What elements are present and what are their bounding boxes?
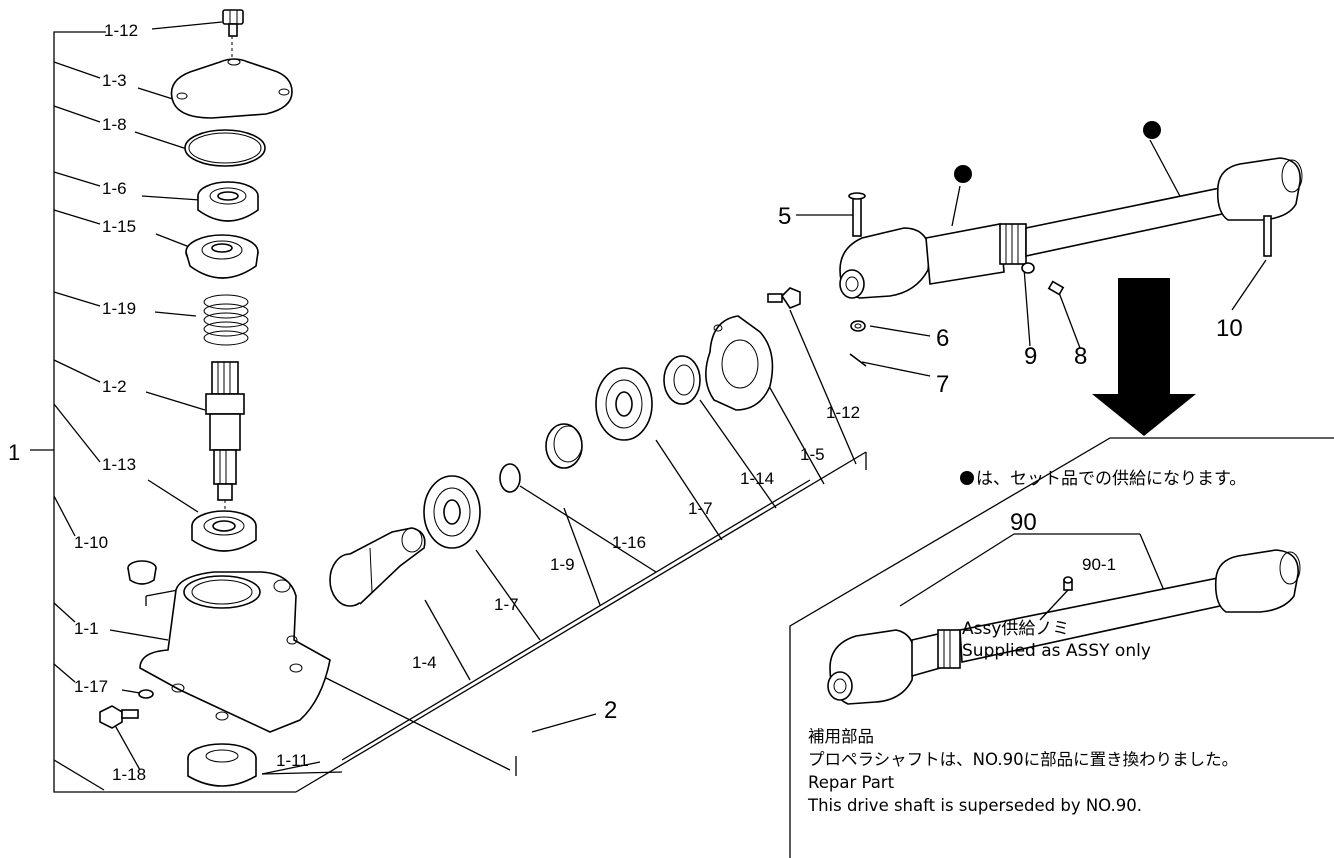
part-9-washer [1021, 262, 1035, 274]
leader-lines [53, 21, 1267, 791]
part-1-5-flange [705, 315, 774, 411]
callout-1-11: 1-11 [276, 751, 309, 770]
callout-1-7-a: 1-7 [494, 595, 519, 614]
part-1-8-oring [184, 129, 266, 167]
callout-10: 10 [1216, 315, 1243, 342]
part-1-9-ring [499, 463, 521, 493]
set-marker-dot-1 [954, 165, 972, 183]
assy-note-en: Supplied as ASSY only [962, 641, 1151, 661]
callout-6: 6 [936, 325, 949, 352]
callout-7: 7 [936, 371, 949, 398]
part-1-11-seal [187, 743, 257, 787]
part-90-shaft-assy [827, 533, 1301, 705]
part-1-12-bolt-side [767, 287, 801, 309]
callout-90: 90 [1010, 509, 1037, 536]
part-1-6-bearing [197, 181, 259, 222]
callout-2: 2 [604, 697, 617, 724]
assy-only-note: Assy供給ノミ Supplied as ASSY only [962, 618, 1151, 662]
set-marker-dot-2 [1143, 121, 1161, 139]
part-1-15-cup [185, 234, 259, 279]
repair-en-text: This drive shaft is superseded by NO.90. [808, 796, 1142, 815]
part-6-washer [850, 320, 866, 332]
part-1-1-housing [139, 571, 331, 733]
callout-1-3: 1-3 [102, 71, 127, 90]
callout-1-13: 1-13 [102, 455, 136, 474]
part-1-16-collar [545, 423, 583, 469]
part-1-2-shaft [205, 361, 245, 520]
callout-1-2: 1-2 [102, 377, 127, 396]
callout-1-1: 1-1 [74, 619, 99, 638]
assy-note-jp: Assy供給ノミ [962, 619, 1070, 639]
part-7-cotter [849, 353, 867, 367]
repair-jp-text: プロペラシャフトは、NO.90に部品に置き換わりました。 [808, 750, 1239, 769]
part-1-13-bearing [191, 510, 257, 552]
part-5-pin [848, 192, 866, 237]
callout-1-7-b: 1-7 [688, 499, 713, 518]
part-1-19-spring [203, 294, 249, 346]
callout-1-9: 1-9 [550, 555, 575, 574]
part-1-17-washer [138, 689, 154, 699]
part-1-3-cover [170, 58, 293, 119]
callout-90-1: 90-1 [1082, 555, 1116, 574]
inset-frame [789, 437, 1334, 858]
repair-part-note: 補用部品 プロペラシャフトは、NO.90に部品に置き換わりました。 Repar … [808, 725, 1238, 817]
part-1-18-bolt [99, 705, 139, 729]
part-1-7-bearing-b [595, 367, 653, 441]
part-1-4-pinion [329, 527, 426, 607]
callout-1-5: 1-5 [800, 445, 825, 464]
callout-8: 8 [1074, 343, 1087, 370]
callout-1-8: 1-8 [102, 115, 127, 134]
part-1-14-seal [663, 355, 701, 405]
callout-1-19: 1-19 [102, 299, 136, 318]
part-8-grease-fitting [1047, 280, 1065, 296]
callout-1-4: 1-4 [412, 653, 437, 672]
callout-assembly: 1 [8, 440, 20, 465]
callout-1-6: 1-6 [102, 179, 127, 198]
part-1-7-bearing-a [423, 475, 481, 549]
repair-jp-title: 補用部品 [808, 727, 874, 746]
part-1-12-bolt [222, 9, 244, 58]
arrow-down-icon [1092, 278, 1196, 436]
part-drive-shaft [839, 157, 1303, 299]
callout-1-15: 1-15 [102, 217, 136, 236]
callout-1-12-side: 1-12 [826, 403, 860, 422]
callout-1-14: 1-14 [740, 469, 774, 488]
callout-9: 9 [1024, 343, 1037, 370]
bullet-dot-icon [960, 471, 974, 485]
callout-1-10: 1-10 [74, 533, 108, 552]
set-supply-text: は、セット品での供給になります。 [976, 469, 1247, 489]
callout-1-16: 1-16 [612, 533, 646, 552]
callout-5: 5 [778, 203, 791, 230]
set-supply-note: は、セット品での供給になります。 [960, 468, 1246, 490]
assembly-bracket [30, 31, 867, 793]
callout-1-17: 1-17 [74, 677, 108, 696]
callout-1-18: 1-18 [112, 765, 146, 784]
callout-1-12: 1-12 [104, 21, 138, 40]
part-1-10-plug [127, 560, 157, 585]
part-10-pin [1263, 215, 1272, 257]
repair-en-title: Repar Part [808, 773, 895, 792]
